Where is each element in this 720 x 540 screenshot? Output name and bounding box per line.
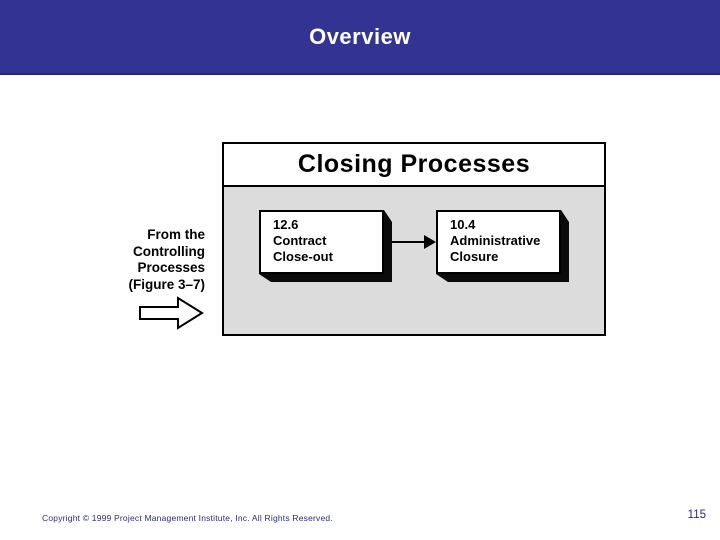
source-label-line: Controlling [133, 243, 205, 259]
process-box-contract-close-out: 12.6 Contract Close-out [259, 210, 384, 274]
source-label-line: From the [147, 227, 205, 242]
diagram-source-label: From the Controlling Processes (Figure 3… [78, 227, 205, 293]
source-label-line: Processes [137, 260, 205, 275]
connector-arrow-line [392, 241, 426, 243]
connector-arrowhead-icon [424, 235, 436, 249]
slide-header-bar: Overview [0, 0, 720, 75]
diagram-panel: 12.6 Contract Close-out 10.4 Administrat… [222, 187, 606, 336]
copyright-footer: Copyright © 1999 Project Management Inst… [42, 513, 333, 523]
process-box-face: 10.4 Administrative Closure [436, 210, 561, 274]
flow-right-arrow-icon [139, 296, 204, 330]
process-id: 12.6 [273, 217, 299, 232]
process-name-line: Contract [273, 233, 327, 248]
process-name-line: Close-out [273, 249, 333, 264]
process-name-line: Administrative [450, 233, 541, 248]
process-id: 10.4 [450, 217, 476, 232]
slide-title: Overview [309, 23, 411, 49]
diagram-title: Closing Processes [222, 142, 606, 187]
process-name-line: Closure [450, 249, 499, 264]
closing-processes-diagram: Closing Processes 12.6 Contract Close-ou… [222, 142, 606, 336]
process-box-administrative-closure: 10.4 Administrative Closure [436, 210, 561, 274]
page-number: 115 [687, 509, 706, 521]
process-box-face: 12.6 Contract Close-out [259, 210, 384, 274]
source-label-line: (Figure 3–7) [128, 276, 205, 292]
